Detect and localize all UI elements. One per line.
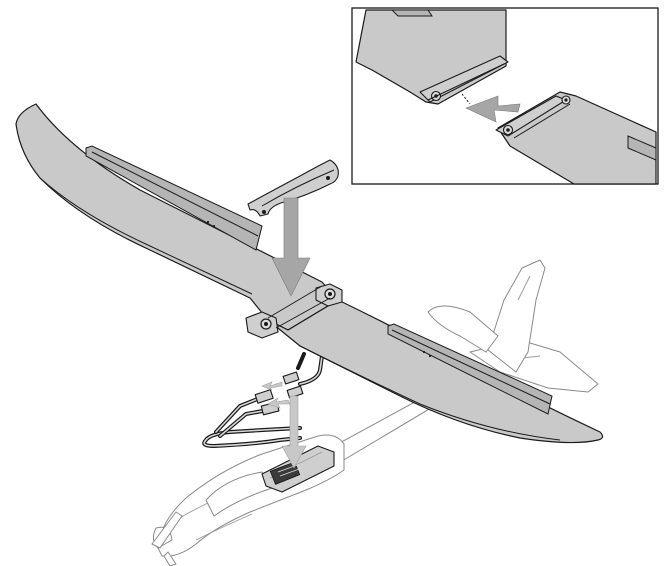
center-cover-part <box>247 159 339 217</box>
servo-leads <box>202 352 324 449</box>
receiver <box>269 461 301 485</box>
cover-down-arrow <box>271 197 311 297</box>
plug-arrow-1 <box>261 381 283 391</box>
inset-root-rib <box>419 55 509 103</box>
right-aileron <box>387 323 553 415</box>
fuselage-insert-arrow <box>281 395 307 469</box>
tail-fin <box>487 259 546 373</box>
propeller <box>151 511 183 549</box>
servo-plug-a <box>254 389 274 404</box>
inset-detail <box>351 7 659 185</box>
left-aileron <box>85 145 263 251</box>
main-wing <box>15 103 604 444</box>
plug-arrow-2 <box>267 397 291 409</box>
wing-left-panel <box>15 103 339 331</box>
inset-insert-arrow <box>465 95 521 123</box>
servo-plug-c <box>282 371 300 385</box>
center-cover <box>247 159 339 217</box>
tail-assembly <box>427 259 599 393</box>
